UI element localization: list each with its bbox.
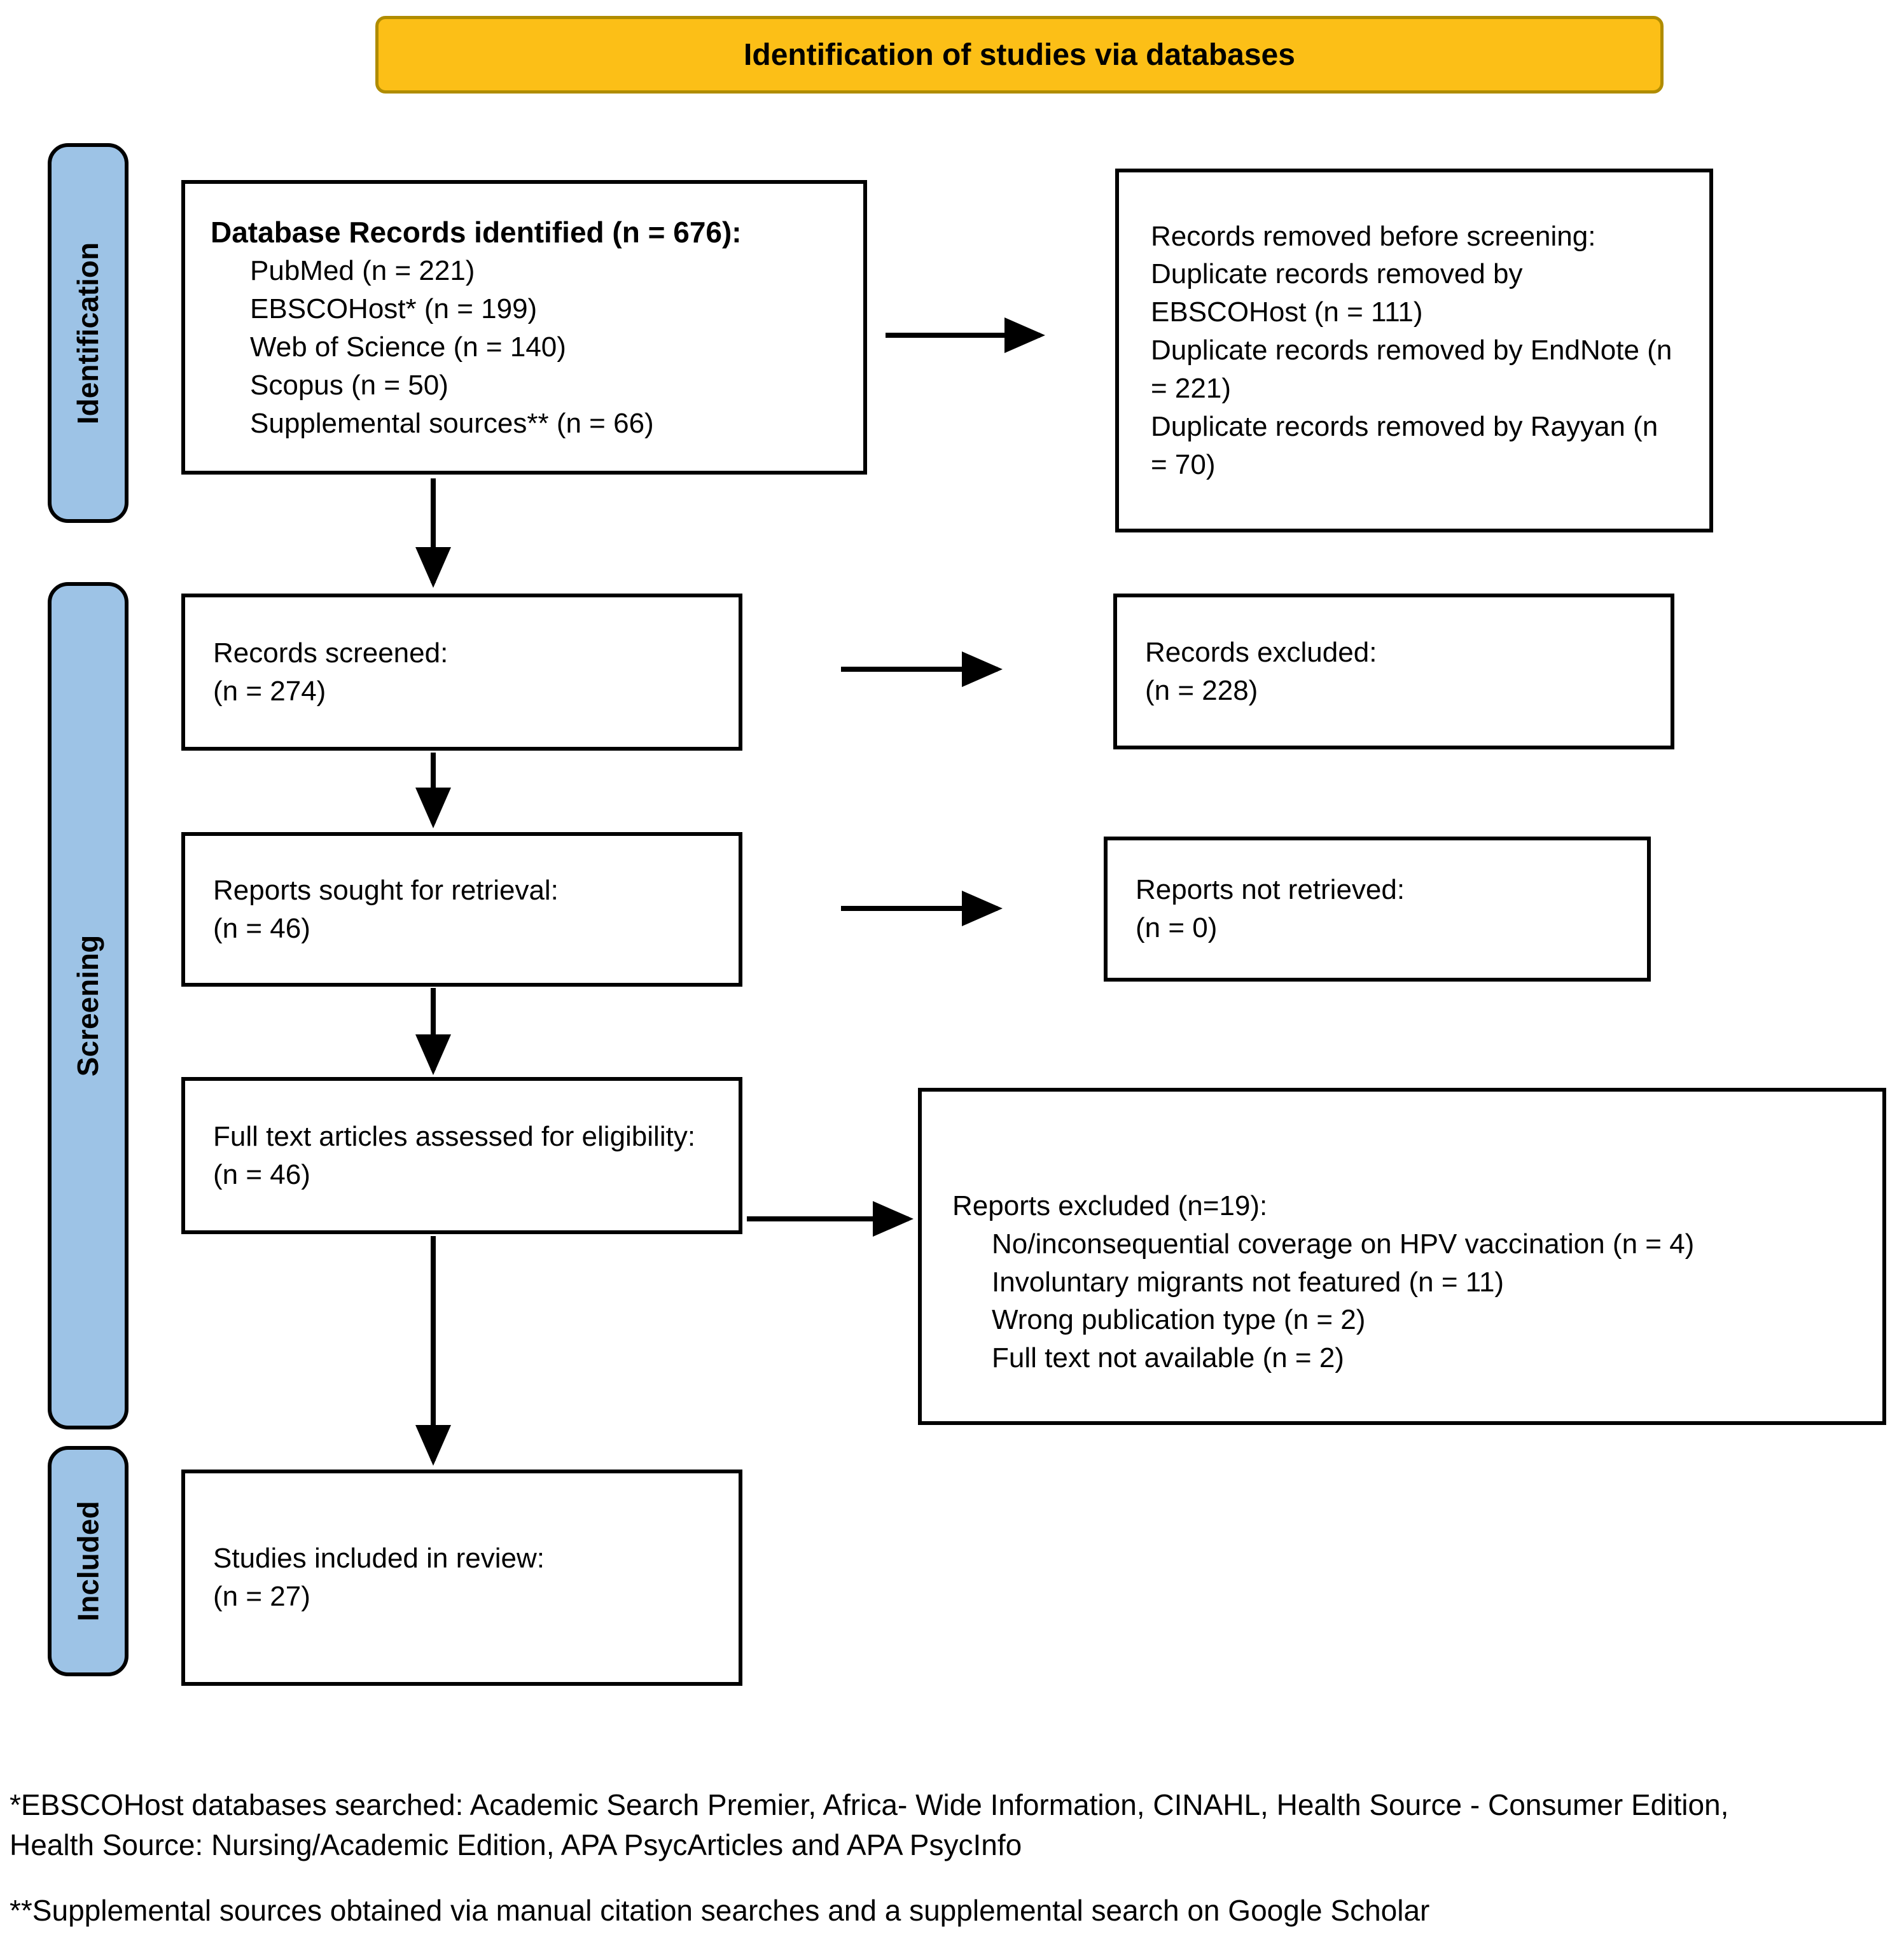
source-ebscohost: EBSCOHost* (n = 199) (250, 293, 538, 325)
banner-title: Identification of studies via databases (744, 38, 1295, 72)
excluded-reason-migrants: Involuntary migrants not featured (n = 1… (992, 1266, 1504, 1298)
reports-not-retrieved-box: Reports not retrieved: (n = 0) (1104, 837, 1651, 982)
records-identified-box: Database Records identified (n = 676): P… (181, 180, 867, 475)
reports-not-retrieved-count: (n = 0) (1136, 912, 1218, 943)
reports-excluded-header: Reports excluded (n=19): (952, 1190, 1268, 1221)
source-supplemental: Supplemental sources** (n = 66) (250, 407, 654, 439)
full-text-assessed-box: Full text articles assessed for eligibil… (181, 1077, 742, 1234)
removed-by-ebscohost: Duplicate records removed by EBSCOHost (… (1151, 258, 1523, 328)
stage-bar-included: Included (48, 1446, 129, 1676)
studies-included-box: Studies included in review: (n = 27) (181, 1470, 742, 1686)
records-screened-box: Records screened: (n = 274) (181, 594, 742, 751)
stage-label-identification: Identification (71, 242, 105, 424)
records-excluded-label: Records excluded: (1145, 636, 1377, 668)
reports-sought-box: Reports sought for retrieval: (n = 46) (181, 832, 742, 987)
title-banner: Identification of studies via databases (375, 16, 1664, 94)
removed-by-endnote: Duplicate records removed by EndNote (n … (1151, 335, 1672, 404)
records-excluded-count: (n = 228) (1145, 674, 1258, 706)
records-identified-header: Database Records identified (n = 676): (211, 215, 742, 249)
source-scopus: Scopus (n = 50) (250, 369, 448, 401)
reports-sought-label: Reports sought for retrieval: (213, 874, 559, 906)
footnote-supplemental: **Supplemental sources obtained via manu… (10, 1894, 1430, 1927)
records-screened-label: Records screened: (213, 637, 448, 669)
full-text-assessed-label: Full text articles assessed for eligibil… (213, 1120, 696, 1152)
records-excluded-box: Records excluded: (n = 228) (1113, 594, 1674, 749)
reports-excluded-box: Reports excluded (n=19): No/inconsequent… (918, 1088, 1886, 1425)
excluded-reason-coverage: No/inconsequential coverage on HPV vacci… (992, 1228, 1695, 1260)
source-web-of-science: Web of Science (n = 140) (250, 331, 566, 363)
records-screened-count: (n = 274) (213, 675, 326, 707)
reports-not-retrieved-label: Reports not retrieved: (1136, 874, 1405, 906)
records-removed-box: Records removed before screening: Duplic… (1115, 169, 1713, 532)
full-text-assessed-count: (n = 46) (213, 1158, 310, 1190)
stage-bar-screening: Screening (48, 582, 129, 1429)
reports-sought-count: (n = 46) (213, 912, 310, 944)
footnote-ebscohost: *EBSCOHost databases searched: Academic … (10, 1788, 1729, 1861)
excluded-reason-full-text: Full text not available (n = 2) (992, 1342, 1344, 1374)
records-removed-header: Records removed before screening: (1151, 220, 1596, 252)
stage-label-included: Included (71, 1501, 105, 1622)
excluded-reason-publication-type: Wrong publication type (n = 2) (992, 1304, 1366, 1336)
stage-label-screening: Screening (71, 935, 105, 1077)
source-pubmed: PubMed (n = 221) (250, 255, 475, 287)
stage-bar-identification: Identification (48, 143, 129, 523)
studies-included-count: (n = 27) (213, 1581, 310, 1612)
removed-by-rayyan: Duplicate records removed by Rayyan (n =… (1151, 410, 1658, 480)
studies-included-label: Studies included in review: (213, 1543, 545, 1574)
